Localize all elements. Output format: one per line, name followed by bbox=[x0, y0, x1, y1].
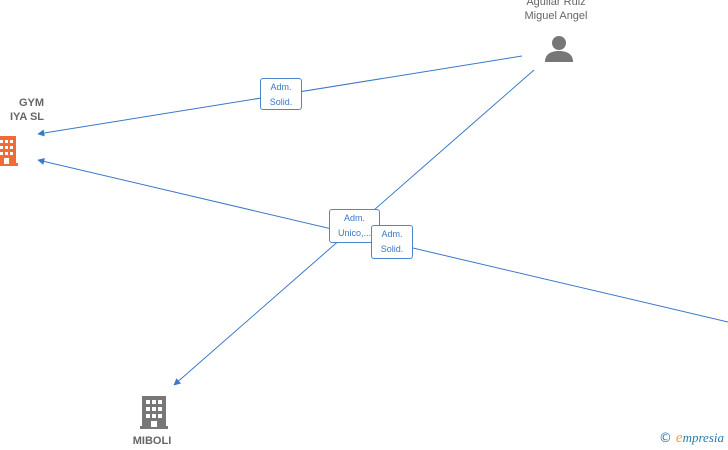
person-name-label: Aguilar Ruiz Miguel Angel bbox=[496, 0, 616, 23]
copyright-symbol: © bbox=[658, 431, 672, 446]
edge-label-line1: Adm. bbox=[343, 213, 365, 223]
company-gym-line1: GYM bbox=[18, 97, 44, 109]
building-icon[interactable] bbox=[0, 134, 20, 166]
edge-label-line1: Adm. bbox=[270, 82, 292, 92]
edge-label-line1: Adm. bbox=[381, 229, 403, 239]
building-icon[interactable] bbox=[139, 394, 169, 430]
company-miboli-line1: MIBOLI bbox=[132, 435, 172, 447]
empresia-logo: ©empresia bbox=[659, 430, 724, 446]
edge-label-line2: Solid. bbox=[269, 97, 293, 107]
brand-name-rest: mpresia bbox=[682, 430, 724, 445]
person-icon[interactable] bbox=[544, 34, 574, 64]
company-miboli-label: MIBOLI bbox=[122, 434, 182, 448]
brand-first-letter: e bbox=[675, 430, 683, 446]
edge-label-offscreen-gym[interactable]: Adm. Solid. bbox=[371, 225, 413, 259]
edge-label-line2: Solid. bbox=[380, 244, 404, 254]
edge-label-line2: Unico,... bbox=[337, 228, 371, 238]
company-gym-line2: IYA SL bbox=[9, 111, 44, 123]
edge-label-person-gym[interactable]: Adm. Solid. bbox=[260, 78, 302, 110]
person-name-line1: Aguilar Ruiz bbox=[526, 0, 586, 8]
company-gym-label: GYM IYA SL bbox=[0, 96, 44, 124]
person-name-line2: Miguel Angel bbox=[524, 10, 588, 22]
